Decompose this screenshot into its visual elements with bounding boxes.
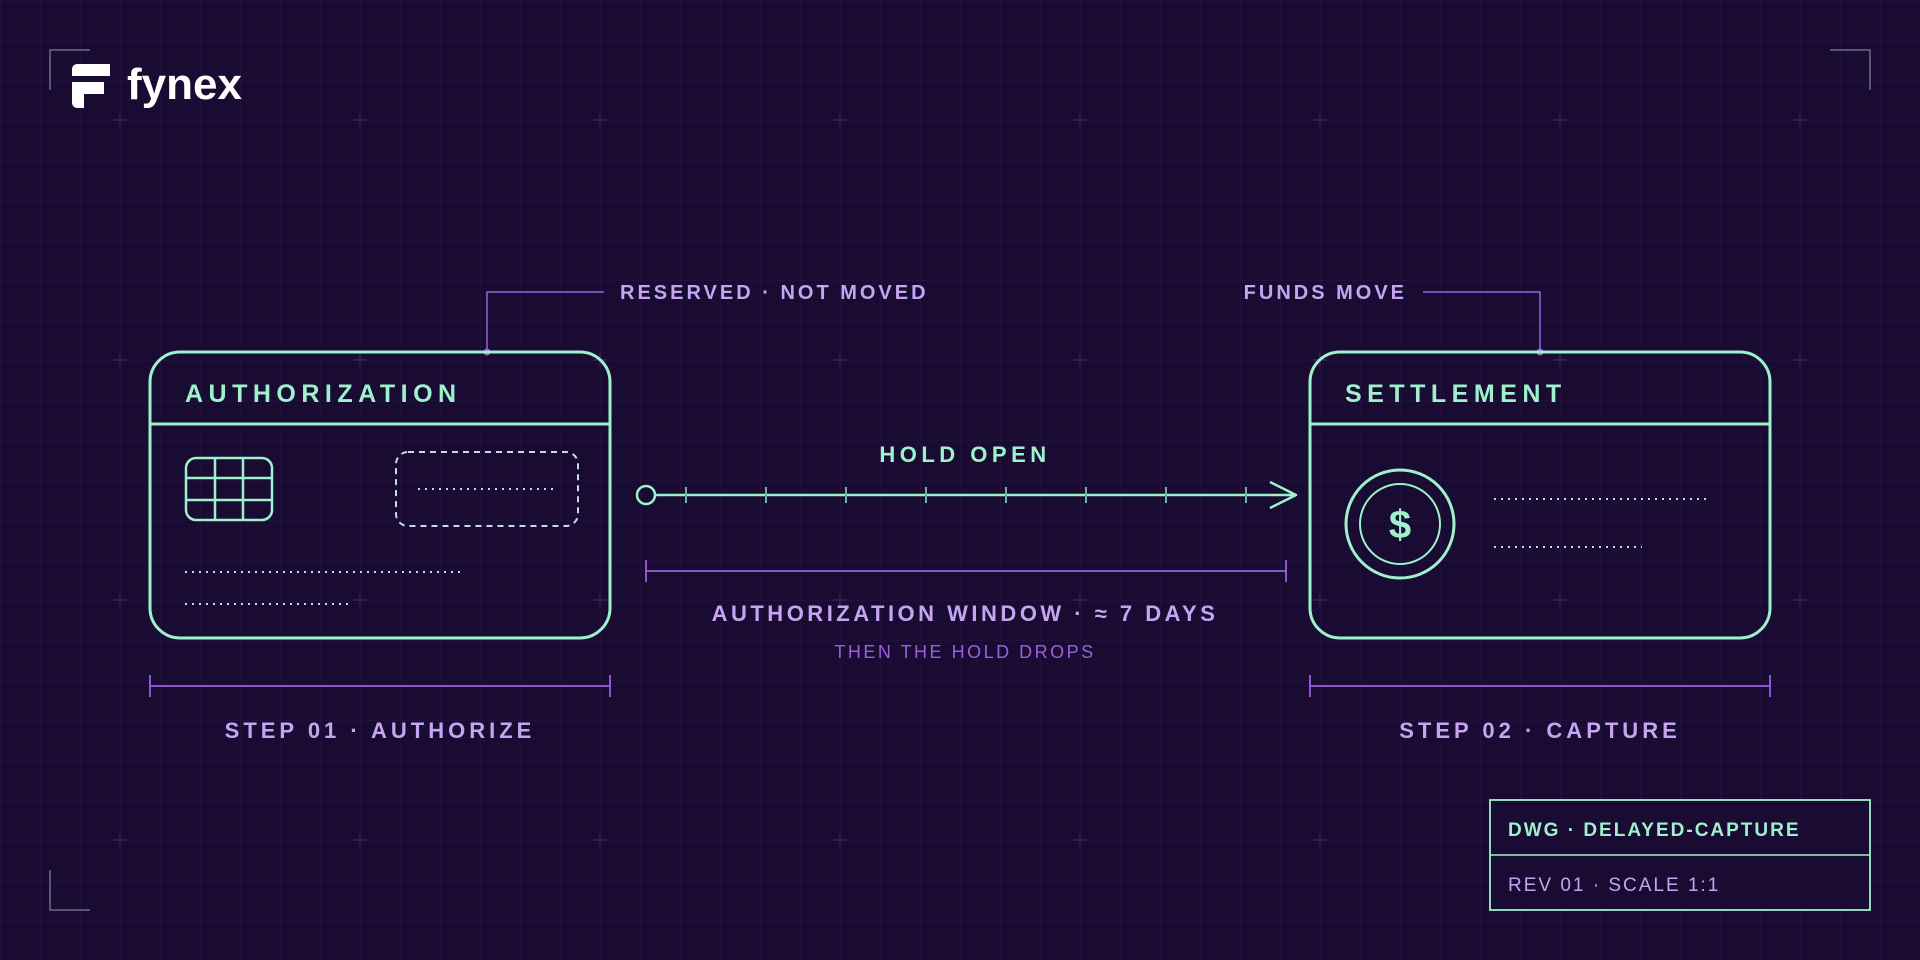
hold-arrow-ticks: [685, 487, 1247, 503]
step1-label: STEP 01 · AUTHORIZE: [225, 718, 536, 743]
registration-crosses: [113, 113, 1807, 847]
corner-brackets: [49, 49, 1871, 911]
corner-bracket-top-left: [49, 49, 90, 90]
registration-cross: [1553, 113, 1567, 127]
dollar-coin-icon: $: [1344, 468, 1456, 580]
hold-arrow: [635, 480, 1298, 510]
registration-cross: [1553, 593, 1567, 607]
settlement-card-frame: [1308, 350, 1772, 640]
title-block: DWG · DELAYED-CAPTURE REV 01 · SCALE 1:1: [1489, 799, 1871, 911]
registration-cross: [1793, 353, 1807, 367]
corner-bracket-top-right: [1830, 49, 1871, 90]
registration-cross: [593, 113, 607, 127]
registration-cross: [353, 833, 367, 847]
coin-symbol: $: [1389, 503, 1411, 547]
registration-cross: [113, 113, 127, 127]
card-number-placeholder: [395, 451, 579, 527]
registration-cross: [113, 353, 127, 367]
registration-cross: [593, 593, 607, 607]
registration-cross: [1793, 113, 1807, 127]
callout-leader-settlement: [1423, 291, 1541, 352]
window-dimension-line: [645, 560, 1287, 582]
registration-cross: [113, 833, 127, 847]
card-chip-icon: [184, 456, 274, 522]
callout-settlement: FUNDS MOVE: [1244, 282, 1407, 304]
authorization-card: AUTHORIZATION: [148, 350, 612, 640]
callout-leader-authorization: [486, 291, 604, 352]
registration-cross: [113, 593, 127, 607]
registration-cross: [353, 353, 367, 367]
title-block-revision: REV 01 · SCALE 1:1: [1508, 875, 1720, 896]
title-block-drawing: DWG · DELAYED-CAPTURE: [1508, 820, 1801, 841]
hold-open-label: HOLD OPEN: [879, 442, 1050, 467]
step2-label: STEP 02 · CAPTURE: [1399, 718, 1681, 743]
window-label: AUTHORIZATION WINDOW · ≈ 7 DAYS: [712, 601, 1219, 626]
registration-cross: [1313, 833, 1327, 847]
authorization-card-title: AUTHORIZATION: [185, 380, 462, 408]
registration-cross: [833, 113, 847, 127]
registration-cross: [1313, 113, 1327, 127]
registration-cross: [1073, 593, 1087, 607]
registration-cross: [1073, 113, 1087, 127]
registration-cross: [593, 833, 607, 847]
corner-bracket-bottom-left: [49, 870, 90, 911]
registration-cross: [353, 593, 367, 607]
registration-cross: [833, 833, 847, 847]
brand-logo: fynex: [72, 60, 242, 109]
callout-authorization: RESERVED · NOT MOVED: [620, 282, 929, 304]
fynex-f-logo-icon: [72, 64, 110, 108]
registration-cross: [1313, 593, 1327, 607]
registration-cross: [353, 113, 367, 127]
registration-cross: [1073, 353, 1087, 367]
callout-leaders: [486, 291, 1541, 352]
authorization-card-frame: [148, 350, 612, 640]
settlement-card-title: SETTLEMENT: [1345, 380, 1567, 408]
hold-arrow-head: [1269, 480, 1298, 510]
registration-cross: [1073, 833, 1087, 847]
window-sublabel: THEN THE HOLD DROPS: [834, 642, 1095, 662]
registration-cross: [1553, 353, 1567, 367]
settlement-card: SETTLEMENT $: [1308, 350, 1772, 640]
registration-cross: [833, 593, 847, 607]
brand-name: fynex: [127, 60, 242, 109]
registration-cross: [1793, 593, 1807, 607]
step-dimension-lines: [149, 675, 1771, 697]
registration-cross: [833, 353, 847, 367]
